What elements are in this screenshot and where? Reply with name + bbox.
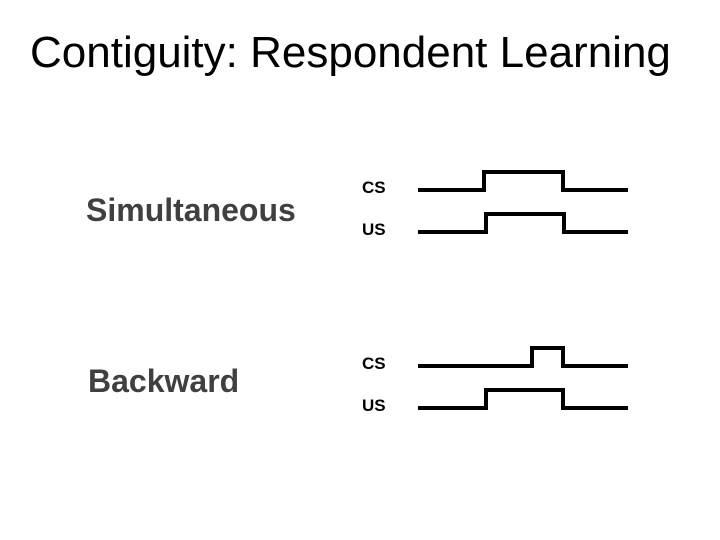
simultaneous-us-label: US: [362, 220, 386, 239]
section-label-backward: Backward: [88, 363, 240, 399]
simultaneous-cs-label: CS: [362, 178, 386, 197]
backward-cs-label: CS: [362, 354, 386, 373]
slide-title: Contiguity: Respondent Learning: [30, 28, 671, 77]
backward-us-waveform: [418, 388, 628, 410]
backward-cs-waveform: [418, 346, 628, 368]
simultaneous-cs-waveform: [418, 170, 628, 192]
simultaneous-us-waveform: [418, 212, 628, 234]
section-label-simultaneous: Simultaneous: [86, 192, 296, 228]
backward-us-label: US: [362, 396, 386, 415]
